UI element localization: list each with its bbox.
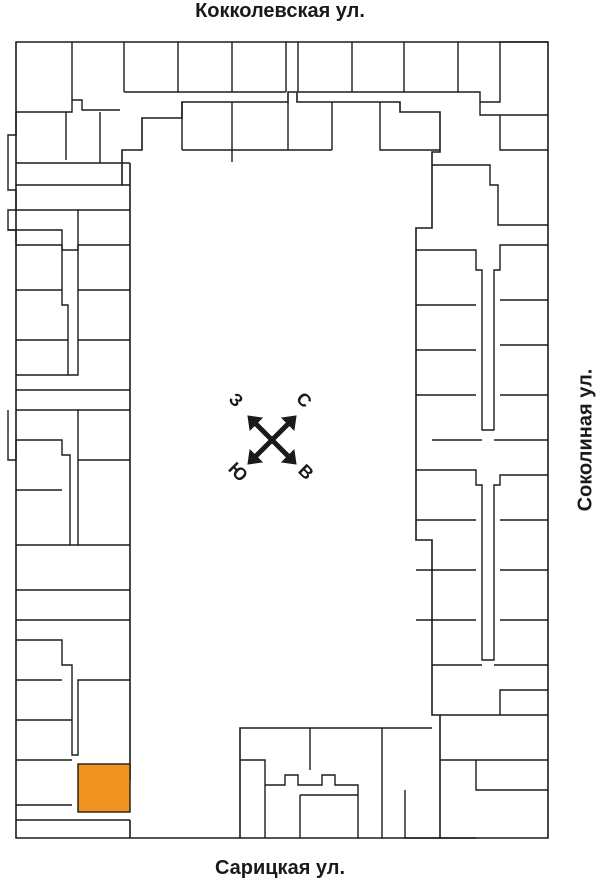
compass-north: С (292, 388, 315, 411)
compass-arrows-icon (248, 416, 296, 464)
east-wing (416, 165, 548, 790)
north-wing (0, 0, 548, 162)
west-wing (8, 112, 130, 820)
compass-east: В (294, 460, 317, 483)
compass-west: З (225, 389, 247, 411)
compass-south: Ю (224, 458, 251, 485)
highlighted-apartment[interactable] (78, 764, 130, 812)
compass-rose: С В Ю З (224, 388, 317, 485)
courtyard-outline (122, 92, 440, 838)
